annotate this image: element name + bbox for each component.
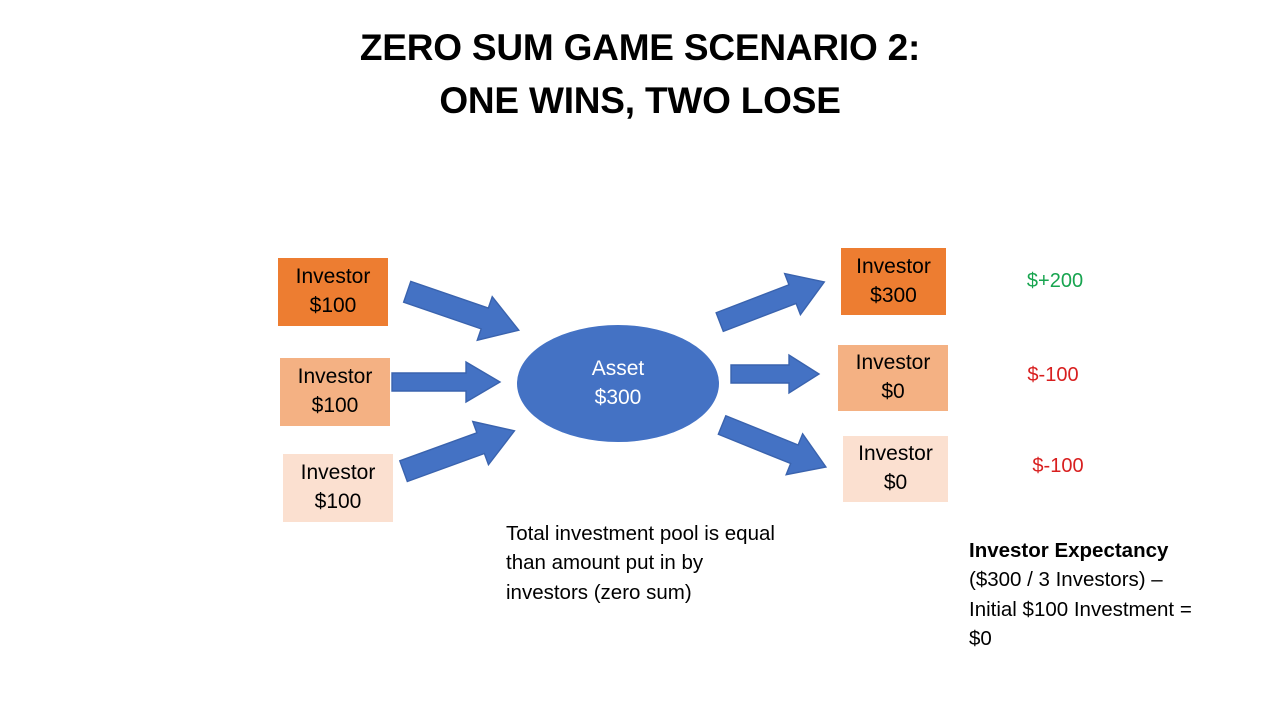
asset-pool-ellipse[interactable]: Asset $300 — [517, 325, 719, 442]
output-investor-box-3[interactable]: Investor $0 — [843, 436, 948, 502]
pool-note-line-1: Total investment pool is equal — [506, 522, 775, 545]
arrow-output-3 — [714, 405, 834, 488]
expectancy-note-line-2: Initial $100 Investment = — [969, 597, 1192, 621]
input-investor-2-amount: $100 — [311, 394, 359, 417]
input-investor-1-amount: $100 — [309, 294, 357, 317]
output-investor-box-2[interactable]: Investor $0 — [838, 345, 948, 411]
pool-note: Total investment pool is equal than amou… — [506, 519, 836, 607]
expectancy-note: Investor Expectancy ($300 / 3 Investors)… — [969, 536, 1239, 653]
input-investor-box-2[interactable]: Investor $100 — [280, 358, 390, 426]
output-investor-2-label: Investor — [855, 351, 931, 375]
output-investor-1-amount: $300 — [870, 283, 917, 307]
input-investor-box-1[interactable]: Investor $100 — [278, 258, 388, 326]
asset-label: Asset — [591, 356, 645, 380]
arrow-input-1 — [400, 270, 527, 352]
expectancy-note-line-3: $0 — [969, 626, 992, 650]
output-investor-1-label: Investor — [856, 254, 931, 278]
result-badge-3: $-100 — [1032, 455, 1084, 477]
pool-note-line-3: investors (zero sum) — [506, 580, 692, 604]
result-badge-2: $-100 — [1027, 364, 1079, 386]
page-title: ZERO SUM GAME SCENARIO 2: ONE WINS, TWO … — [140, 22, 1140, 127]
expectancy-note-heading: Investor Expectancy — [969, 539, 1169, 562]
asset-amount: $300 — [594, 385, 642, 409]
output-investor-2-amount: $0 — [881, 380, 905, 403]
input-investor-3-label: Investor — [300, 461, 376, 485]
arrow-output-2 — [730, 353, 821, 395]
input-investor-3-amount: $100 — [314, 490, 362, 513]
arrow-input-2 — [391, 360, 502, 404]
input-investor-1-label: Investor — [295, 265, 371, 289]
arrow-input-3 — [396, 409, 523, 493]
output-investor-3-amount: $0 — [883, 471, 908, 494]
input-investor-box-3[interactable]: Investor $100 — [283, 454, 393, 522]
arrow-output-1 — [712, 261, 832, 342]
title-line-2: ONE WINS, TWO LOSE — [439, 79, 841, 121]
output-investor-3-label: Investor — [858, 442, 933, 466]
result-badge-1: $+200 — [1026, 270, 1084, 292]
expectancy-note-line-1: ($300 / 3 Investors) – — [969, 568, 1163, 592]
pool-note-line-2: than amount put in by — [506, 551, 704, 575]
output-investor-box-1[interactable]: Investor $300 — [841, 248, 946, 315]
title-line-1: ZERO SUM GAME SCENARIO 2: — [359, 27, 921, 68]
input-investor-2-label: Investor — [297, 365, 373, 389]
